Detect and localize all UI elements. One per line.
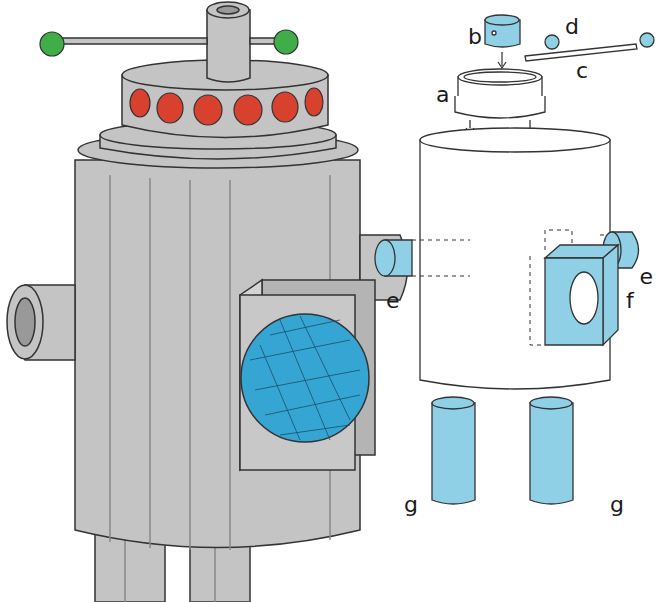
part-letter: a — [436, 84, 449, 106]
part-letter: g — [404, 494, 418, 516]
part-letter: e — [386, 290, 400, 312]
part-letter: f — [626, 290, 634, 312]
part-letter: d — [565, 16, 579, 38]
part-letter: e — [639, 266, 653, 288]
part-letter: g — [610, 494, 624, 516]
part-letter: c — [576, 60, 588, 82]
part-letter: b — [468, 26, 482, 48]
